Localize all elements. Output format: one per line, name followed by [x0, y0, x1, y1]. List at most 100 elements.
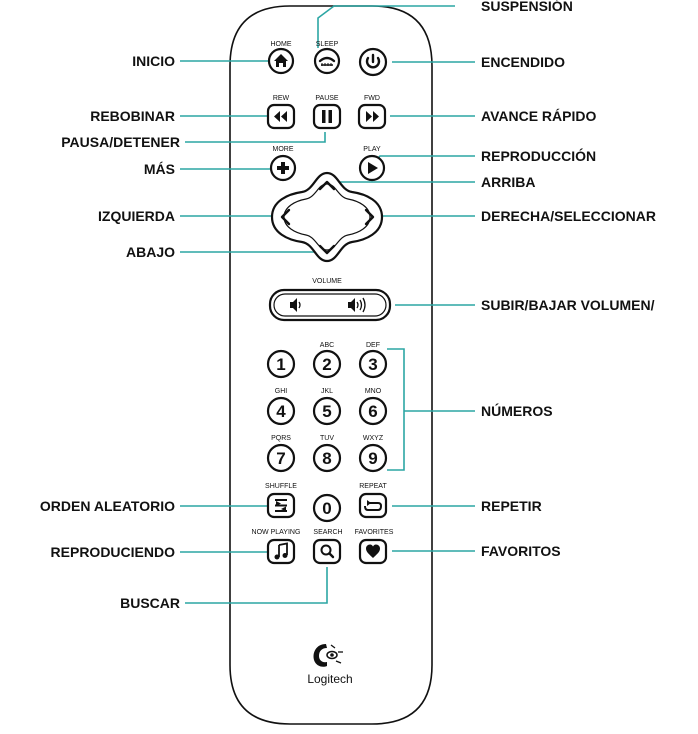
dpad-left[interactable] [280, 208, 291, 226]
label-shuffle: SHUFFLE [265, 483, 297, 490]
now-playing-button[interactable] [266, 538, 296, 565]
callout-mas: MÁS [144, 161, 175, 177]
home-button[interactable] [267, 47, 295, 75]
power-button[interactable] [358, 47, 388, 77]
callout-avance: AVANCE RÁPIDO [481, 108, 596, 124]
keypad-letters-9: WXYZ [363, 435, 384, 442]
dpad-up[interactable] [318, 180, 336, 191]
callout-derecha: DERECHA/SELECCIONAR [481, 208, 656, 224]
callouts-left: INICIO REBOBINAR PAUSA/DETENER MÁS IZQUI… [40, 53, 180, 611]
search-icon [320, 544, 335, 559]
keypad-digit: 3 [368, 355, 377, 374]
label-home: HOME [271, 41, 292, 48]
callout-numeros: NÚMEROS [481, 402, 553, 419]
label-rew: REW [273, 95, 290, 102]
label-repeat: REPEAT [359, 483, 387, 490]
logitech-logo: Logitech [307, 644, 353, 686]
callout-suspension: SUSPENSIÓN [481, 0, 573, 14]
label-now-playing: NOW PLAYING [252, 529, 301, 536]
keypad-letters-3: DEF [366, 342, 380, 349]
repeat-icon [364, 500, 383, 511]
shuffle-icon [275, 499, 287, 512]
dpad-right[interactable] [364, 208, 375, 226]
label-play: PLAY [363, 146, 381, 153]
keypad-digit: 8 [322, 449, 331, 468]
more-button[interactable] [269, 154, 297, 182]
rewind-icon [274, 111, 287, 122]
keypad-letters-6: MNO [365, 388, 382, 395]
keypad-button-2[interactable]: 2 [312, 349, 342, 379]
keypad-digit: 7 [276, 449, 285, 468]
label-more: MORE [273, 146, 294, 153]
power-icon [365, 53, 381, 69]
callout-buscar: BUSCAR [120, 595, 180, 611]
plus-icon [277, 162, 289, 174]
logitech-eye-icon [313, 644, 343, 667]
keypad-button-7[interactable]: 7 [266, 443, 296, 473]
chevron-up-icon [318, 180, 336, 191]
volume-rocker[interactable] [268, 288, 392, 322]
keypad-button-9[interactable]: 9 [358, 443, 388, 473]
chevron-left-icon [280, 208, 291, 226]
keypad-digit: 6 [368, 402, 377, 421]
label-pause: PAUSE [315, 95, 339, 102]
search-button[interactable] [312, 538, 342, 565]
chevron-down-icon [318, 244, 336, 255]
callout-encendido: ENCENDIDO [481, 54, 565, 70]
volume-down-icon [290, 298, 301, 312]
callout-reproduciendo: REPRODUCIENDO [51, 544, 176, 560]
fwd-button[interactable] [357, 103, 387, 130]
keypad-letters-8: TUV [320, 435, 334, 442]
keypad-digit: 4 [276, 402, 286, 421]
pause-icon [322, 110, 332, 123]
dpad-inner [283, 183, 371, 251]
keypad-letters-2: ABC [320, 342, 334, 349]
callout-favoritos: FAVORITOS [481, 543, 561, 559]
favorites-button[interactable] [358, 538, 388, 565]
callout-pausa: PAUSA/DETENER [61, 134, 180, 150]
callout-abajo: ABAJO [126, 244, 175, 260]
chevron-right-icon [364, 208, 375, 226]
keypad-letters-4: GHI [275, 388, 288, 395]
keypad-digit: 1 [276, 355, 285, 374]
keypad-button-4[interactable]: 4 [266, 396, 296, 426]
keypad-digit: 9 [368, 449, 377, 468]
callout-orden: ORDEN ALEATORIO [40, 498, 175, 514]
keypad-button-1[interactable]: 1 [266, 349, 296, 379]
keypad-button-8[interactable]: 8 [312, 443, 342, 473]
leader-numeros-bracket [387, 348, 405, 471]
heart-icon [366, 544, 380, 558]
leader-buscar [185, 567, 328, 604]
callout-inicio: INICIO [132, 53, 175, 69]
keypad-button-0[interactable]: 0 [312, 493, 342, 523]
label-favorites: FAVORITES [355, 529, 394, 536]
label-fwd: FWD [364, 95, 380, 102]
home-icon [274, 54, 288, 67]
keypad-button-3[interactable]: 3 [358, 349, 388, 379]
shuffle-button[interactable] [266, 492, 296, 519]
leader-suspension [317, 5, 455, 48]
dpad-down[interactable] [318, 244, 336, 255]
rew-button[interactable] [266, 103, 296, 130]
logitech-wordmark: Logitech [307, 672, 352, 686]
keypad-digit: 0 [322, 499, 331, 518]
leader-lines [180, 5, 475, 604]
music-note-icon [274, 542, 288, 560]
keypad-button-6[interactable]: 6 [358, 396, 388, 426]
callout-repetir: REPETIR [481, 498, 542, 514]
leader-pausa [185, 132, 326, 143]
label-search: SEARCH [313, 529, 342, 536]
pause-button[interactable] [312, 103, 342, 130]
keypad-letters-5: JKL [321, 388, 333, 395]
keypad-button-5[interactable]: 5 [312, 396, 342, 426]
play-button[interactable] [358, 154, 386, 182]
label-sleep: SLEEP [316, 41, 339, 48]
volume-up-icon [348, 297, 366, 313]
callouts-right: SUSPENSIÓN ENCENDIDO AVANCE RÁPIDO REPRO… [481, 0, 656, 559]
callout-reproduccion: REPRODUCCIÓN [481, 147, 596, 164]
keypad-digit: 5 [322, 402, 331, 421]
repeat-button[interactable] [358, 492, 388, 519]
sleep-button[interactable] [313, 47, 341, 75]
callout-rebobinar: REBOBINAR [90, 108, 175, 124]
